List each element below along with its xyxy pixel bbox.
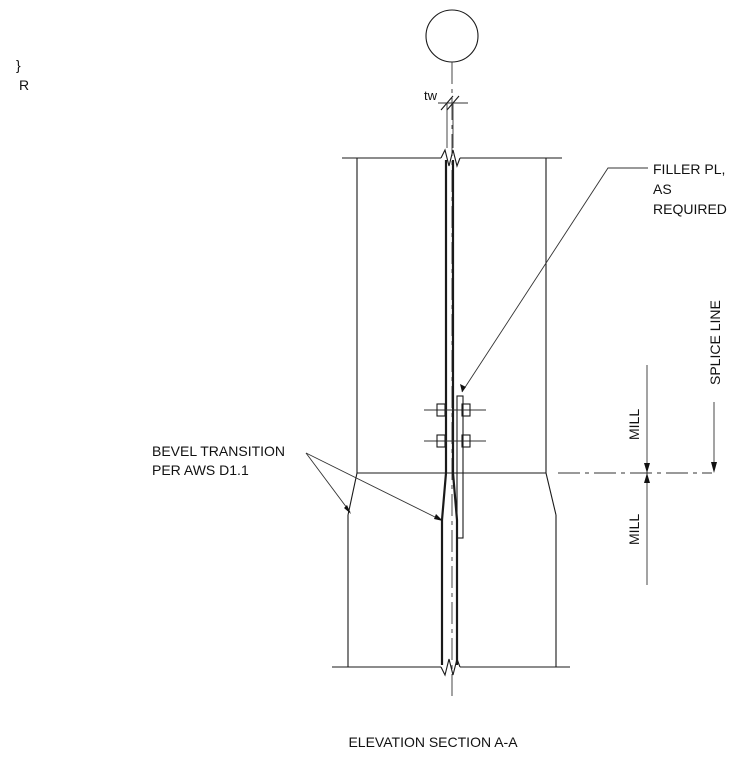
bevel-transition-leaders (305, 452, 443, 521)
bolt-upper (424, 403, 486, 417)
splice-line-label: SPLICE LINE (707, 300, 723, 385)
mill-upper-label: MILL (626, 409, 642, 440)
bolt-lower (424, 434, 486, 448)
lower-column (332, 472, 570, 677)
mill-lower-label: MILL (626, 514, 642, 545)
tw-label: tw (424, 88, 438, 103)
upper-web (444, 160, 455, 473)
filler-plate-label-line2: AS (653, 181, 672, 197)
bevel-transition-label-line1: BEVEL TRANSITION (152, 443, 285, 459)
splice-plate (456, 395, 464, 539)
section-marker-circle (425, 9, 479, 63)
bevel-transition-label-line2: PER AWS D1.1 (152, 462, 249, 478)
filler-plate-label-line1: FILLER PL, (653, 161, 725, 177)
mill-dimension (644, 365, 650, 585)
splice-line-arrow (711, 402, 717, 473)
edge-text-fragment: R (19, 77, 29, 93)
filler-plate-leader (460, 167, 648, 393)
upper-column (342, 148, 562, 473)
edge-text-fragment: } (16, 57, 21, 73)
filler-plate-label-line3: REQUIRED (653, 201, 727, 217)
drawing-title: ELEVATION SECTION A-A (348, 734, 518, 750)
lower-web (440, 472, 459, 665)
